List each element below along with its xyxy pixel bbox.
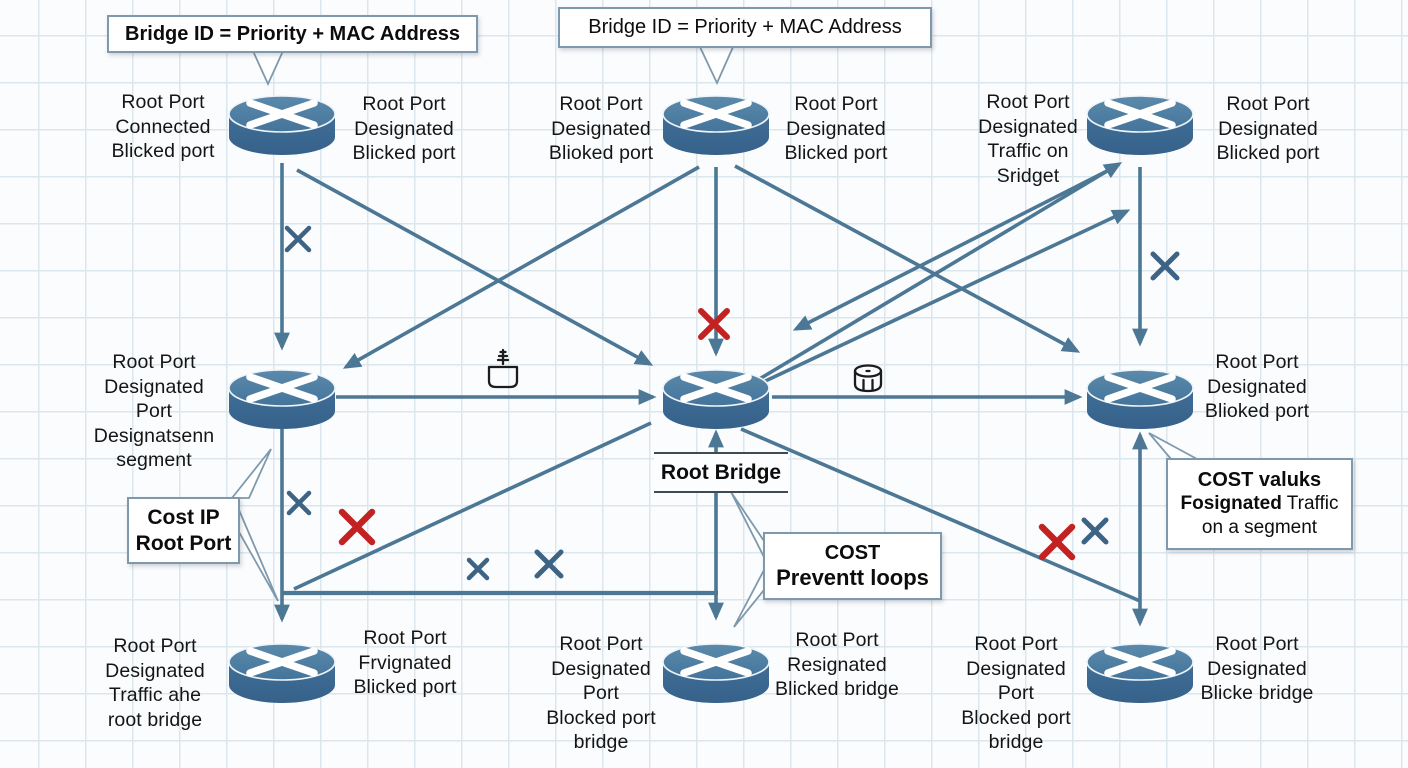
callout-bridge-id-center: Bridge ID = Priority + MAC Address bbox=[558, 7, 932, 48]
callout-cost-prevent-line1: COST bbox=[824, 541, 881, 564]
port-label-bc-right: Root Port Resignated Blicked bridge bbox=[775, 629, 899, 700]
x-mark-icon bbox=[534, 549, 564, 579]
pointer-cost-prevent-down bbox=[733, 569, 765, 628]
callout-bridge-id-center-text: Bridge ID = Priority + MAC Address bbox=[588, 16, 902, 38]
link-tc-ml bbox=[342, 165, 700, 369]
callout-cost-values-line3: on a segment bbox=[1201, 516, 1318, 538]
port-label-ml-left: Root Port Designated Port Designatsenn s… bbox=[93, 351, 215, 471]
link-tr-center bbox=[792, 168, 1110, 331]
root-bridge-label: Root Bridge bbox=[654, 452, 788, 493]
link-tc-mr bbox=[734, 164, 1081, 353]
blocked-port-marks bbox=[284, 225, 1180, 581]
port-label-mr-right: Root Port Designated Blioked port bbox=[1204, 351, 1310, 422]
pointer-cost-values bbox=[1148, 432, 1198, 460]
port-label-bl-left: Root Port Designated Traffic ahe root br… bbox=[105, 635, 205, 731]
callout-cost-values-line1: COST valuks bbox=[1197, 468, 1322, 491]
link-center-tr-upper bbox=[755, 162, 1123, 383]
beacon-device-icon bbox=[487, 348, 519, 389]
pointer-bridge-center bbox=[698, 46, 735, 86]
root-bridge-label-text: Root Bridge bbox=[660, 460, 782, 484]
x-mark-icon bbox=[1038, 523, 1076, 561]
topology-links bbox=[274, 162, 1148, 627]
callout-cost-values: COST valuks Fosignated Traffic on a segm… bbox=[1166, 458, 1353, 550]
x-mark-icon bbox=[1150, 251, 1180, 281]
pointer-bridge-left bbox=[251, 50, 285, 87]
callout-cost-prevent-loops: COST Preventt loops bbox=[763, 532, 942, 600]
x-mark-icon bbox=[284, 225, 312, 253]
callout-cost-values-line2-emph: Fosignated bbox=[1180, 492, 1282, 514]
link-center-br-diagonal bbox=[740, 427, 1141, 603]
link-tl-center bbox=[296, 168, 654, 366]
pointer-cost-ip-up bbox=[230, 448, 272, 499]
port-label-tl-left: Root Port Connected Blicked port bbox=[111, 91, 215, 162]
port-label-bl-right: Root Port Frvignated Blicked port bbox=[353, 627, 457, 698]
x-mark-icon bbox=[338, 508, 376, 546]
port-label-tr-left: Root Port Designated Traffic on Sridget bbox=[978, 91, 1078, 187]
port-label-bc-left: Root Port Designated Port Blocked port b… bbox=[546, 633, 656, 753]
callout-bridge-id-left: Bridge ID = Priority + MAC Address bbox=[107, 15, 478, 53]
callout-cost-prevent-line2: Preventt loops bbox=[776, 564, 929, 590]
callout-cost-ip-line1: Cost IP bbox=[147, 505, 220, 529]
port-label-tl-right: Root Port Designated Blicked port bbox=[352, 93, 456, 164]
callout-cost-values-line2-rest: Traffic bbox=[1286, 492, 1339, 514]
pointer-cost-ip-down bbox=[238, 509, 279, 602]
x-mark-icon bbox=[1081, 517, 1109, 545]
x-mark-icon bbox=[286, 490, 312, 516]
port-label-br-right: Root Port Designated Blicke bridge bbox=[1200, 633, 1314, 704]
port-label-tr-right: Root Port Designated Blicked port bbox=[1216, 93, 1320, 164]
x-mark-icon bbox=[698, 308, 730, 340]
link-center-tr-lower bbox=[741, 209, 1131, 394]
router-root-bridge bbox=[663, 370, 769, 429]
port-label-tc-left: Root Port Designated Blioked port bbox=[548, 93, 654, 164]
callout-cost-ip: Cost IP Root Port bbox=[127, 497, 240, 564]
drum-device-icon bbox=[853, 364, 883, 393]
link-bl-center-diagonal bbox=[293, 421, 652, 591]
callout-cost-values-line2: Fosignated Traffic bbox=[1180, 492, 1338, 516]
callout-cost-ip-line2: Root Port bbox=[135, 531, 232, 555]
port-label-br-left: Root Port Designated Port Blocked port b… bbox=[961, 633, 1071, 753]
callout-bridge-id-left-text: Bridge ID = Priority + MAC Address bbox=[125, 22, 460, 45]
x-mark-icon bbox=[466, 557, 490, 581]
pointer-cost-prevent-up bbox=[730, 491, 765, 558]
port-label-tc-right: Root Port Designated Blicked port bbox=[784, 93, 888, 164]
